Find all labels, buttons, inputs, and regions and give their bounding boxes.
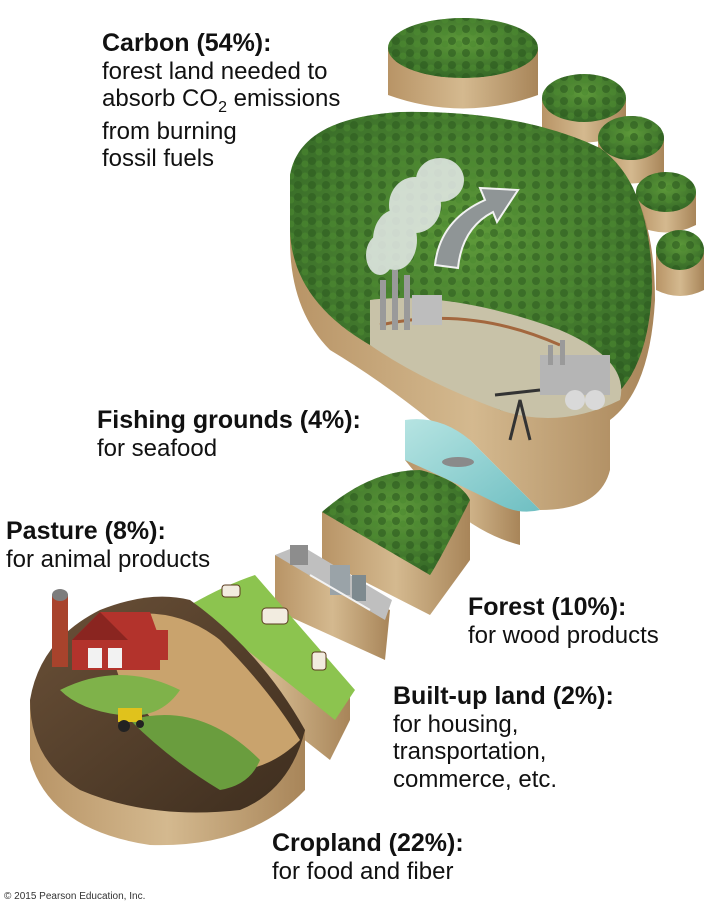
tractor-icon: [118, 708, 144, 732]
pasture-label: Pasture (8%): for animal products: [6, 517, 210, 573]
fishing-desc: for seafood: [97, 434, 218, 462]
fishing-block: [405, 419, 540, 545]
forest-heading: Forest (10%):: [468, 593, 627, 621]
cropland-label: Cropland (22%): for food and fiber: [272, 829, 464, 885]
forest-desc: for wood products: [468, 621, 659, 649]
carbon-desc-4: fossil fuels: [102, 145, 215, 173]
smoke-plume: [366, 158, 464, 275]
builtup-block: [275, 545, 392, 660]
carbon-heading: Carbon (54%):: [102, 29, 272, 57]
toe-1: [388, 18, 538, 109]
builtup-heading: Built-up land (2%):: [393, 682, 614, 710]
fishing-label: Fishing grounds (4%): for seafood: [97, 406, 361, 462]
builtup-desc-2: transportation,: [393, 738, 547, 766]
builtup-label: Built-up land (2%): for housing, transpo…: [393, 682, 614, 794]
fish-icon: [442, 457, 474, 467]
forest-label: Forest (10%): for wood products: [468, 593, 659, 649]
cow-icon: [221, 584, 327, 671]
builtup-desc-3: commerce, etc.: [393, 765, 558, 793]
forest-block: [322, 470, 470, 615]
toe-4: [636, 172, 696, 233]
toe-5: [656, 230, 704, 296]
factory: [380, 270, 610, 410]
cropland-heading: Cropland (22%):: [272, 829, 464, 857]
barn: [72, 612, 168, 670]
carbon-label: Carbon (54%): forest land needed to abso…: [102, 29, 340, 173]
cropland-desc: for food and fiber: [272, 857, 454, 885]
carbon-desc-2: absorb CO2 emissions: [102, 85, 341, 117]
builtup-desc-1: for housing,: [393, 710, 519, 738]
carbon-desc-3: from burning: [102, 117, 237, 145]
fishing-heading: Fishing grounds (4%):: [97, 406, 361, 434]
cropland-heel: [30, 589, 305, 846]
pasture-desc: for animal products: [6, 545, 211, 573]
carbon-desc-1: forest land needed to: [102, 57, 328, 85]
copyright-notice: © 2015 Pearson Education, Inc.: [4, 891, 146, 902]
carbon-forest-block: [290, 111, 655, 510]
emission-arrow-icon: [433, 186, 520, 270]
pasture-heading: Pasture (8%):: [6, 517, 166, 545]
oil-pump: [494, 388, 541, 441]
silo: [52, 595, 68, 667]
